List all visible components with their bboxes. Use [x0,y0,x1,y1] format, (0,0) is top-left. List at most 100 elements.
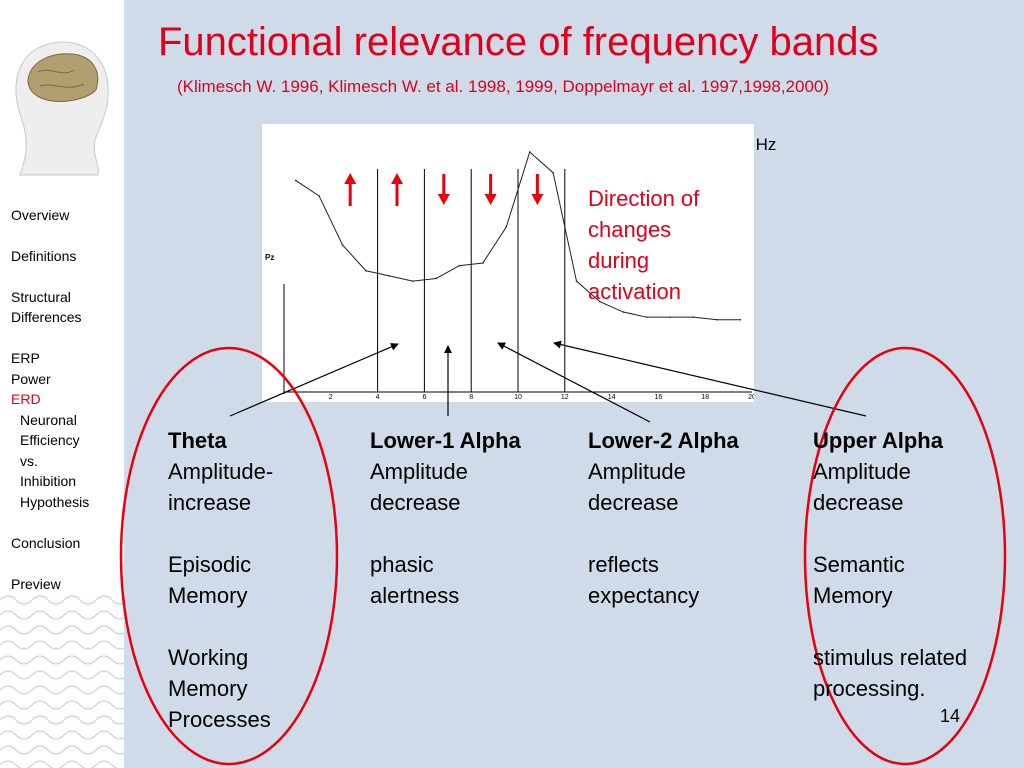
arrow-down-icon [531,174,544,205]
direction-arrows [344,173,544,206]
column-head: Lower-2 Alpha [588,428,739,453]
column-line [813,611,967,642]
nav-efficiency[interactable]: Efficiency [20,432,80,448]
spectrum-point [388,275,391,277]
head-logo [15,41,109,176]
arrow-down-icon [484,174,497,205]
column-line: reflects [588,552,659,577]
column-line: Working [168,645,249,670]
column-line: expectancy [588,583,700,608]
x-tick-label: 16 [655,394,663,401]
column-line: Memory [813,583,893,608]
spectrum-point [575,280,578,282]
direction-line: during [588,248,650,273]
column-line: Semantic [813,552,905,577]
spectrum-point [411,280,414,282]
column-head: Theta [168,428,227,453]
column-line: Amplitude- [168,459,274,484]
spectrum-point [716,318,718,321]
column-line: phasic [370,552,434,577]
channel-label: Pz [265,253,274,262]
theta-column: Theta Amplitude- increase Episodic Memor… [168,425,273,735]
spectrum-point [552,171,554,174]
column-line: Amplitude [370,459,468,484]
spectrum-point [599,300,601,303]
column-line [168,518,273,549]
x-tick-label: 20 [748,394,754,401]
lower2-alpha-column: Lower-2 Alpha Amplitude decrease reflect… [588,425,739,611]
direction-note: Direction of changes during activation [588,183,699,307]
spectrum-line [295,151,741,321]
nav-erd[interactable]: ERD [11,391,41,407]
column-line [168,611,273,642]
sidebar-decoration [0,41,124,768]
column-line: Processes [168,707,271,732]
nav-power[interactable]: Power [11,371,51,387]
spectrum-point [645,316,648,318]
spectrum-point [458,264,461,267]
lower1-alpha-column: Lower-1 Alpha Amplitude decrease phasic … [370,425,521,611]
column-line: decrease [370,490,461,515]
pointer-theta [229,343,399,417]
nav-structural-differences[interactable]: Differences [11,309,82,325]
column-line: Memory [168,676,248,701]
nav-vs[interactable]: vs. [20,453,38,469]
nav-hypothesis[interactable]: Hypothesis [20,494,90,510]
column-line: stimulus related [813,645,968,670]
spectrum-point [739,318,742,321]
x-tick-label: 10 [514,394,522,401]
column-line [588,518,739,549]
spectrum-point [318,195,320,197]
spectrum-point [482,262,484,264]
spectrum-point [622,311,625,313]
spectrum-point [341,244,344,246]
nav-overview[interactable]: Overview [11,207,70,223]
column-line: Episodic [168,552,252,577]
column-line: Memory [168,583,248,608]
slide-title: Functional relevance of frequency bands [158,20,879,64]
column-head: Upper Alpha [813,428,943,453]
arrow-up-icon [391,173,403,206]
sidebar: Overview Definitions Structural Differen… [0,0,124,768]
spectrum-point [528,151,531,153]
nav-definitions[interactable]: Definitions [11,248,77,264]
nav-inhibition[interactable]: Inhibition [20,473,77,489]
column-line [813,518,967,549]
spectrum-point [692,316,695,318]
x-tick-label: 8 [469,394,473,401]
nav-structural[interactable]: Structural [11,289,71,305]
spectrum-points [294,151,742,321]
direction-line: changes [588,217,672,242]
column-line: Amplitude [588,459,686,484]
spectrum-point [294,179,297,182]
arrow-down-icon [437,174,450,205]
direction-line: activation [588,279,681,304]
theta-ellipse [119,346,339,766]
x-tick-label: 6 [422,394,426,401]
nav-conclusion[interactable]: Conclusion [11,535,81,551]
spectrum-point [435,277,437,280]
x-tick-label: 4 [376,394,380,401]
spectrum-point [505,226,508,228]
nav-preview[interactable]: Preview [11,576,61,592]
spectrum-point [669,316,671,318]
pointer-lower2-alpha [497,342,651,423]
nav-neuronal[interactable]: Neuronal [20,412,77,428]
column-line: increase [168,490,252,515]
page-number: 14 [940,706,961,726]
column-head: Lower-1 Alpha [370,428,521,453]
arrow-up-icon [344,173,357,206]
column-line: Amplitude [813,459,911,484]
pointer-upper-alpha [553,340,867,417]
column-line: decrease [813,490,904,515]
upper-alpha-column: Upper Alpha Amplitude decrease Semantic … [813,425,967,704]
direction-line: Direction of [588,186,700,211]
x-tick-label: 12 [561,394,569,401]
slide-subtitle: (Klimesch W. 1996, Klimesch W. et al. 19… [177,77,830,96]
x-tick-label: 18 [701,394,709,401]
nav-erp[interactable]: ERP [11,350,40,366]
spectrum-point [365,269,367,272]
